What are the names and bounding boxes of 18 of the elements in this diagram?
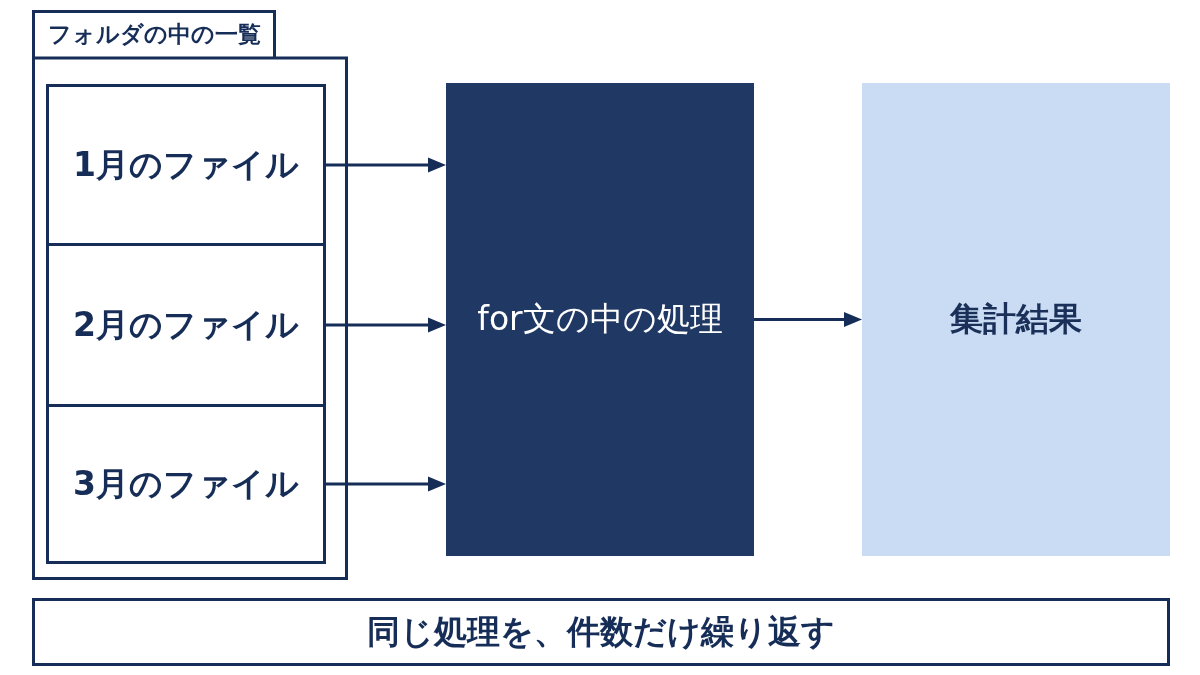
file-box xyxy=(46,243,326,407)
folder-box xyxy=(32,10,348,580)
arrow xyxy=(326,157,446,173)
process-box xyxy=(446,83,754,556)
note-text: 同じ処理を、件数だけ繰り返す xyxy=(367,610,835,653)
arrow xyxy=(326,476,446,492)
result-label: 集計結果 xyxy=(950,298,1082,340)
result-box xyxy=(862,83,1170,556)
folder-label: フォルダの中の一覧 xyxy=(47,19,261,49)
arrow xyxy=(326,317,446,333)
arrow xyxy=(754,312,862,327)
note-box xyxy=(32,598,1170,666)
file-label: 3月のファイル xyxy=(73,462,299,505)
file-box xyxy=(46,404,326,564)
process-label: for文の中の処理 xyxy=(477,298,723,340)
file-label: 2月のファイル xyxy=(73,303,299,346)
file-box xyxy=(46,84,326,246)
file-label: 1月のファイル xyxy=(73,143,299,186)
